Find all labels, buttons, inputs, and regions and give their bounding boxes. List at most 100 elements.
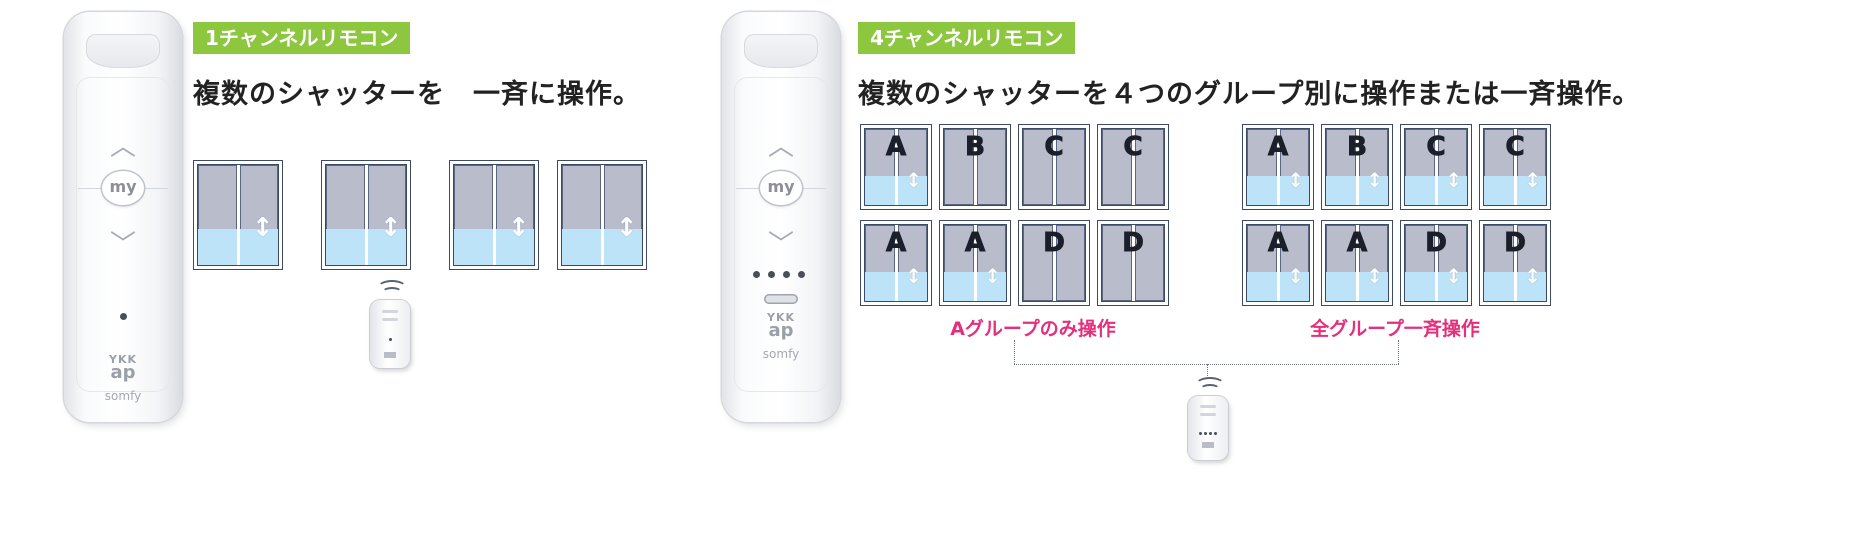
shutter-open-area [1437,272,1467,301]
shutter-open-area [198,229,237,265]
section-tag-4ch: 4チャンネルリモコン [858,22,1076,54]
shutter-open-area [1247,176,1277,205]
grouped-shutter-window: ↕A [860,124,932,210]
channel-dot-2-icon [768,271,775,278]
grouped-shutter-window: ↕B [1321,124,1393,210]
grouped-shutter-window: D [1097,220,1169,306]
channel-dot-4-icon [798,271,805,278]
shutter-pane: ↕ [1358,129,1388,205]
shutter-pane [326,165,365,265]
up-down-arrow-icon: ↕ [984,264,1002,288]
up-down-arrow-icon: ↕ [905,168,923,192]
down-chevron-icon: ﹀ [109,230,136,260]
shutter-open-area [454,229,493,265]
shutter-open-area [1279,272,1309,301]
up-down-arrow-icon: ↕ [1366,264,1384,288]
shutter-open-area [897,176,927,205]
small-remote-1ch [370,300,410,368]
shutter-open-area [495,229,534,265]
connector-right-vertical [1398,340,1399,364]
up-down-arrow-icon: ↕ [1287,168,1305,192]
window-group-letter: D [1425,228,1448,258]
shutter-pane: ↕ [1516,225,1546,301]
remote-top-window [744,34,818,68]
shutter-open-area [367,229,406,265]
grouped-shutter-window: ↕C [1479,124,1551,210]
shutter-pane [1405,225,1435,301]
shutter-pane [1247,225,1277,301]
brand-ykk: YKK [108,353,137,366]
shutter-open-area [1405,176,1435,205]
shutter-open-area [944,272,974,301]
up-chevron-icon: ︿ [767,132,794,162]
shutter-pane [1055,225,1085,301]
shutter-open-area [1516,176,1546,205]
shutter-pane [1247,129,1277,205]
remote-4ch: ︿ my ﹀ YKK ap somfy [722,12,840,422]
signal-wave-icon [1195,377,1225,393]
brand-ap: ap [110,362,136,383]
grouped-shutter-window: B [939,124,1011,210]
shutter-pane [1405,129,1435,205]
shutter-pane [865,129,895,205]
brand-somfy: somfy [104,389,142,403]
shutter-pane: ↕ [1437,129,1467,205]
shutter-pane: ↕ [239,165,278,265]
brand-somfy: somfy [762,347,800,361]
up-down-arrow-icon: ↕ [1445,264,1463,288]
grouped-shutter-window: C [1097,124,1169,210]
shutter-pane [1326,225,1356,301]
shutter-pane [198,165,237,265]
grouped-shutter-window: ↕D [1479,220,1551,306]
shutter-open-area [1358,176,1388,205]
remote-1ch: ︿ my ﹀ YKK ap somfy [64,12,182,422]
grouped-shutter-window: D [1018,220,1090,306]
shutter-pane [1326,129,1356,205]
shutter-open-area [1437,176,1467,205]
window-group-letter: B [1347,132,1368,162]
headline-1ch: 複数のシャッターを 一斉に操作。 [193,79,641,110]
up-down-arrow-icon: ↕ [507,213,530,243]
shutter-pane [1102,129,1132,205]
down-chevron-icon: ﹀ [767,230,794,260]
shutter-pane [944,225,974,301]
shutter-pane: ↕ [897,225,927,301]
shutter-pane [562,165,601,265]
shutter-window: ↕ [557,160,647,270]
window-group-letter: A [1267,132,1289,162]
window-group-letter: C [1123,132,1143,162]
window-group-letter: A [964,228,986,258]
window-group-letter: C [1426,132,1446,162]
shutter-open-area [1247,272,1277,301]
window-group-letter: A [885,228,907,258]
shutter-open-area [897,272,927,301]
shutter-open-area [1326,272,1356,301]
headline-4ch: 複数のシャッターを４つのグループ別に操作または一斉操作。 [858,79,1641,110]
signal-wave-icon [377,280,407,296]
remote-top-window [86,34,160,68]
shutter-window: ↕ [193,160,283,270]
led-dot-icon [120,313,127,320]
shutter-open-area [865,176,895,205]
window-group-letter: A [885,132,907,162]
connector-horizontal [1014,364,1399,365]
up-chevron-icon: ︿ [109,132,136,162]
up-down-arrow-icon: ↕ [615,213,638,243]
group-all-label: 全グループ一斉操作 [1310,318,1480,340]
grouped-shutter-window: ↕A [860,220,932,306]
up-down-arrow-icon: ↕ [379,213,402,243]
shutter-open-area [1279,176,1309,205]
shutter-open-area [1516,272,1546,301]
window-group-letter: C [1044,132,1064,162]
shutter-pane [1134,225,1164,301]
window-group-letter: D [1043,228,1066,258]
channel-dot-3-icon [783,271,790,278]
shutter-pane: ↕ [367,165,406,265]
window-group-letter: B [965,132,986,162]
shutter-pane [976,129,1006,205]
grouped-shutter-window: ↕A [939,220,1011,306]
shutter-pane [1134,129,1164,205]
shutter-open-area [865,272,895,301]
shutter-window: ↕ [449,160,539,270]
shutter-pane [1023,129,1053,205]
